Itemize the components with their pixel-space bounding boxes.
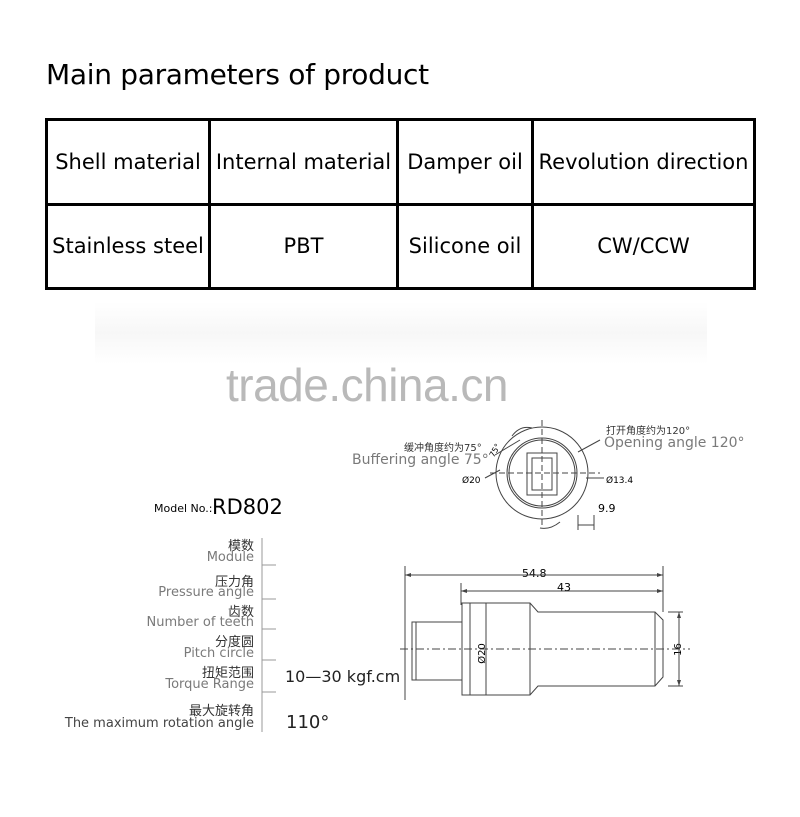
spec-torque-value: 10—30 kgf.cm [285,667,401,686]
page-title: Main parameters of product [46,58,429,91]
spec-teeth-cn: 齿数 [227,605,254,620]
value-shell-material: Stainless steel [45,202,211,290]
model-label: Model No.: [154,502,213,515]
header-shell-material: Shell material [45,118,211,206]
spec-pitch-en: Pitch circle [183,646,254,661]
value-damper-oil: Silicone oil [396,202,534,290]
model-value: RD802 [212,495,283,519]
spec-module-en: Module [206,550,254,565]
header-revolution-direction: Revolution direction [531,118,756,206]
top-dim-99: 9.9 [598,502,616,515]
spec-rotation-en: The maximum rotation angle [64,716,254,731]
side-view-drawing [400,566,690,700]
header-internal-material: Internal material [208,118,399,206]
spec-rotation-value: 110° [286,712,330,733]
header-damper-oil: Damper oil [396,118,534,206]
spec-module-cn: 模数 [227,539,254,554]
buffer-angle-cn: 缓冲角度约为75° [404,443,482,454]
spec-rotation-cn: 最大旋转角 [188,704,254,719]
top-dim-d20: Ø20 [462,476,481,486]
watermark: trade.china.cn [226,359,508,411]
top-view-drawing [484,420,604,530]
buffer-angle-en: Buffering angle 75° [352,452,489,468]
parameters-table: Shell material Internal material Damper … [45,118,756,290]
open-angle-cn: 打开角度约为120° [606,426,691,437]
open-angle-en: Opening angle 120° [604,435,745,451]
value-internal-material: PBT [208,202,399,290]
spec-torque-cn: 扭矩范围 [201,666,254,681]
watermark-band [95,302,707,364]
spec-pitch-cn: 分度圆 [214,635,254,650]
spec-leader-lines [261,538,276,732]
spec-pressure-cn: 压力角 [214,575,254,590]
spec-torque-en: Torque Range [165,677,254,692]
top-dim-d134: Ø13.4 [606,476,634,486]
table-value-row: Stainless steel PBT Silicone oil CW/CCW [45,202,756,290]
spec-teeth-en: Number of teeth [146,615,254,630]
value-revolution-direction: CW/CCW [531,202,756,290]
spec-pressure-en: Pressure angle [158,585,254,600]
table-header-row: Shell material Internal material Damper … [45,118,756,206]
dimension-arrows [405,573,681,686]
side-dim-548: 54.8 [522,567,547,580]
